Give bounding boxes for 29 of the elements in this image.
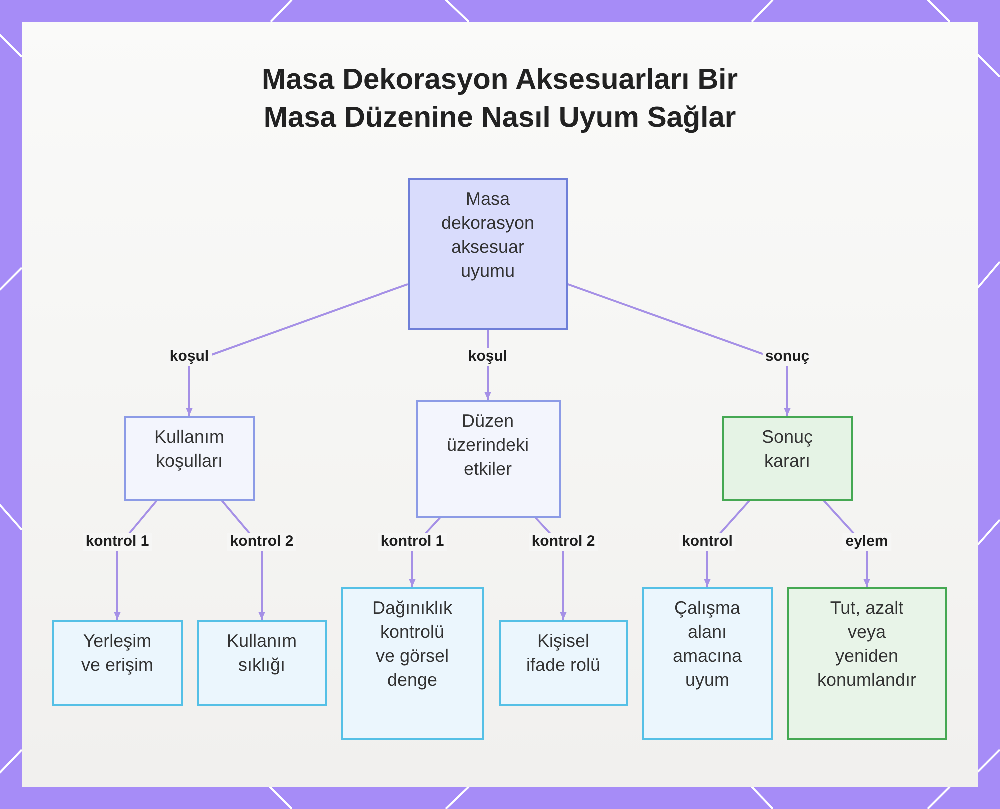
factor-box [197, 620, 327, 706]
edge-label: kontrol [679, 533, 736, 551]
node-label: Kullanım koşulları [153, 426, 226, 473]
topic-box [408, 178, 568, 330]
edge-label: kontrol 1 [378, 533, 448, 551]
category-box [124, 416, 255, 501]
node-label: Masa dekorasyon aksesuar uyumu [440, 188, 536, 283]
node-label: Düzen üzerindeki etkiler [446, 410, 530, 481]
connector-arrow [186, 283, 408, 416]
action-box [787, 587, 947, 740]
factor-box [341, 587, 484, 740]
edge-label: kontrol 2 [227, 533, 297, 551]
category-box [416, 400, 560, 518]
connector-arrow [568, 283, 791, 416]
outcome-box [722, 416, 853, 501]
node-label: Tut, azalt veya yeniden konumlandır [816, 597, 918, 692]
edge-label: kontrol 1 [82, 533, 152, 551]
node-label: Kullanım sıklığı [226, 630, 298, 677]
edge-label: eylem [842, 533, 892, 551]
node-label: Dağınıklık kontrolü ve görsel denge [372, 597, 454, 692]
factor-box [499, 620, 628, 706]
edge-label: kontrol 2 [528, 533, 598, 551]
factor-box [52, 620, 183, 706]
factor-box [642, 587, 773, 740]
diagram-title: Masa Dekorasyon Aksesuarları Bir Masa Düzenine Nasıl Uyum Sağlar [260, 63, 740, 136]
node-label: Kişisel ifade rolü [525, 630, 602, 677]
node-label: Çalışma alanı amacına uyum [672, 597, 744, 692]
node-label: Yerleşim ve erişim [80, 630, 154, 677]
node-label: Sonuç kararı [760, 426, 814, 473]
